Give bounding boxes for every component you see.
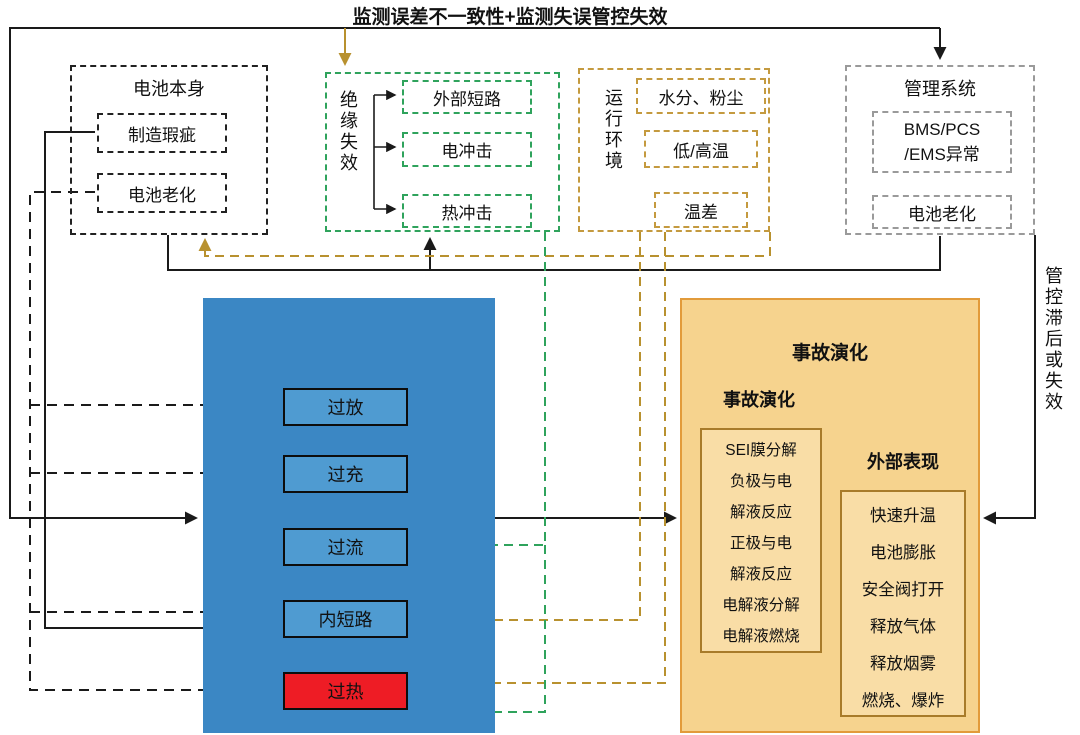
battery-item-defect: 制造瑕疵 <box>97 113 227 153</box>
evolution-external-line: 燃烧、爆炸 <box>861 691 945 710</box>
evolution-external-line: 电池膨胀 <box>870 543 936 562</box>
insulation-item-electric-shock: 电冲击 <box>402 132 532 167</box>
management-box-title: 管理系统 <box>904 79 976 99</box>
management-item-bms-abnormal: BMS/PCS /EMS异常 <box>872 111 1012 173</box>
environment-box: 运行环境 水分、粉尘 低/高温 温差 <box>578 68 770 232</box>
control-lag-label: 管控滞后或失效 <box>1043 266 1063 413</box>
management-to-sources-connectors <box>167 235 1036 525</box>
fault-item-overcharge: 过充 <box>283 455 408 493</box>
battery-box-title: 电池本身 <box>133 79 205 99</box>
environment-item-temperature: 低/高温 <box>644 130 758 168</box>
management-item-aging: 电池老化 <box>872 195 1012 229</box>
connector-management-sources <box>167 235 941 271</box>
evolution-internal-line: 解液反应 <box>729 565 792 583</box>
environment-box-title: 运行环境 <box>603 88 623 172</box>
green-connectors <box>412 232 546 719</box>
fault-item-overcurrent: 过流 <box>283 528 408 566</box>
evolution-internal-line: 电解液分解 <box>722 596 800 614</box>
fault-item-overheat: 过热 <box>283 672 408 710</box>
evolution-box: 事故演化 事故演化 SEI膜分解 负极与电 解液反应 正极与电 解液反应 电解液… <box>680 298 980 733</box>
management-item-bms-line2: /EMS异常 <box>904 145 980 164</box>
insulation-item-thermal-shock: 热冲击 <box>402 194 532 228</box>
insulation-item-external-short: 外部短路 <box>402 80 532 114</box>
monitoring-feedback-connectors <box>9 27 947 525</box>
connector-aging-main <box>29 191 282 697</box>
insulation-box-title: 绝缘失效 <box>338 90 358 174</box>
page-title: 监测误差不一致性+监测失误管控失效 <box>352 7 668 28</box>
management-item-bms-line1: BMS/PCS <box>903 119 981 139</box>
battery-box: 电池本身 制造瑕疵 电池老化 <box>70 65 268 235</box>
connector-title-to-fault-box <box>9 27 940 525</box>
connector-env-feedback-to-battery <box>198 232 771 257</box>
evolution-external-signs-box: 快速升温 电池膨胀 安全阀打开 释放气体 释放烟雾 燃烧、爆炸 <box>840 490 966 717</box>
evolution-internal-line: SEI膜分解 <box>725 441 797 459</box>
evolution-internal-line: 负极与电 <box>729 472 792 490</box>
evolution-internal-line: 正极与电 <box>729 534 792 552</box>
connector-env-to-overheat <box>412 232 666 690</box>
evolution-external-line: 释放烟雾 <box>870 654 936 673</box>
fault-box: 过放 过充 过流 内短路 过热 <box>203 298 495 733</box>
environment-item-moisture-dust: 水分、粉尘 <box>636 78 766 114</box>
connector-insulation-to-overheat <box>412 545 546 719</box>
evolution-external-label: 外部表现 <box>867 452 939 472</box>
evolution-internal-reactions-box: SEI膜分解 负极与电 解液反应 正极与电 解液反应 电解液分解 电解液燃烧 <box>700 428 822 653</box>
evolution-external-line: 快速升温 <box>870 506 936 525</box>
evolution-external-line: 安全阀打开 <box>861 580 945 599</box>
environment-item-temp-difference: 温差 <box>654 192 748 228</box>
evolution-internal-label: 事故演化 <box>723 390 795 410</box>
fault-item-internal-short: 内短路 <box>283 600 408 638</box>
tan-connectors <box>198 28 771 690</box>
evolution-internal-line: 解液反应 <box>729 503 792 521</box>
fault-item-overdischarge: 过放 <box>283 388 408 426</box>
insulation-box: 绝缘失效 外部短路 电冲击 热冲击 <box>325 72 560 232</box>
evolution-internal-line: 电解液燃烧 <box>722 627 800 645</box>
battery-item-aging: 电池老化 <box>97 173 227 213</box>
management-box: 管理系统 BMS/PCS /EMS异常 电池老化 <box>845 65 1035 235</box>
connector-control-lag <box>983 235 1036 525</box>
insulation-internal-connectors <box>373 89 397 215</box>
evolution-external-line: 释放气体 <box>870 617 936 636</box>
evolution-box-title: 事故演化 <box>791 343 868 364</box>
